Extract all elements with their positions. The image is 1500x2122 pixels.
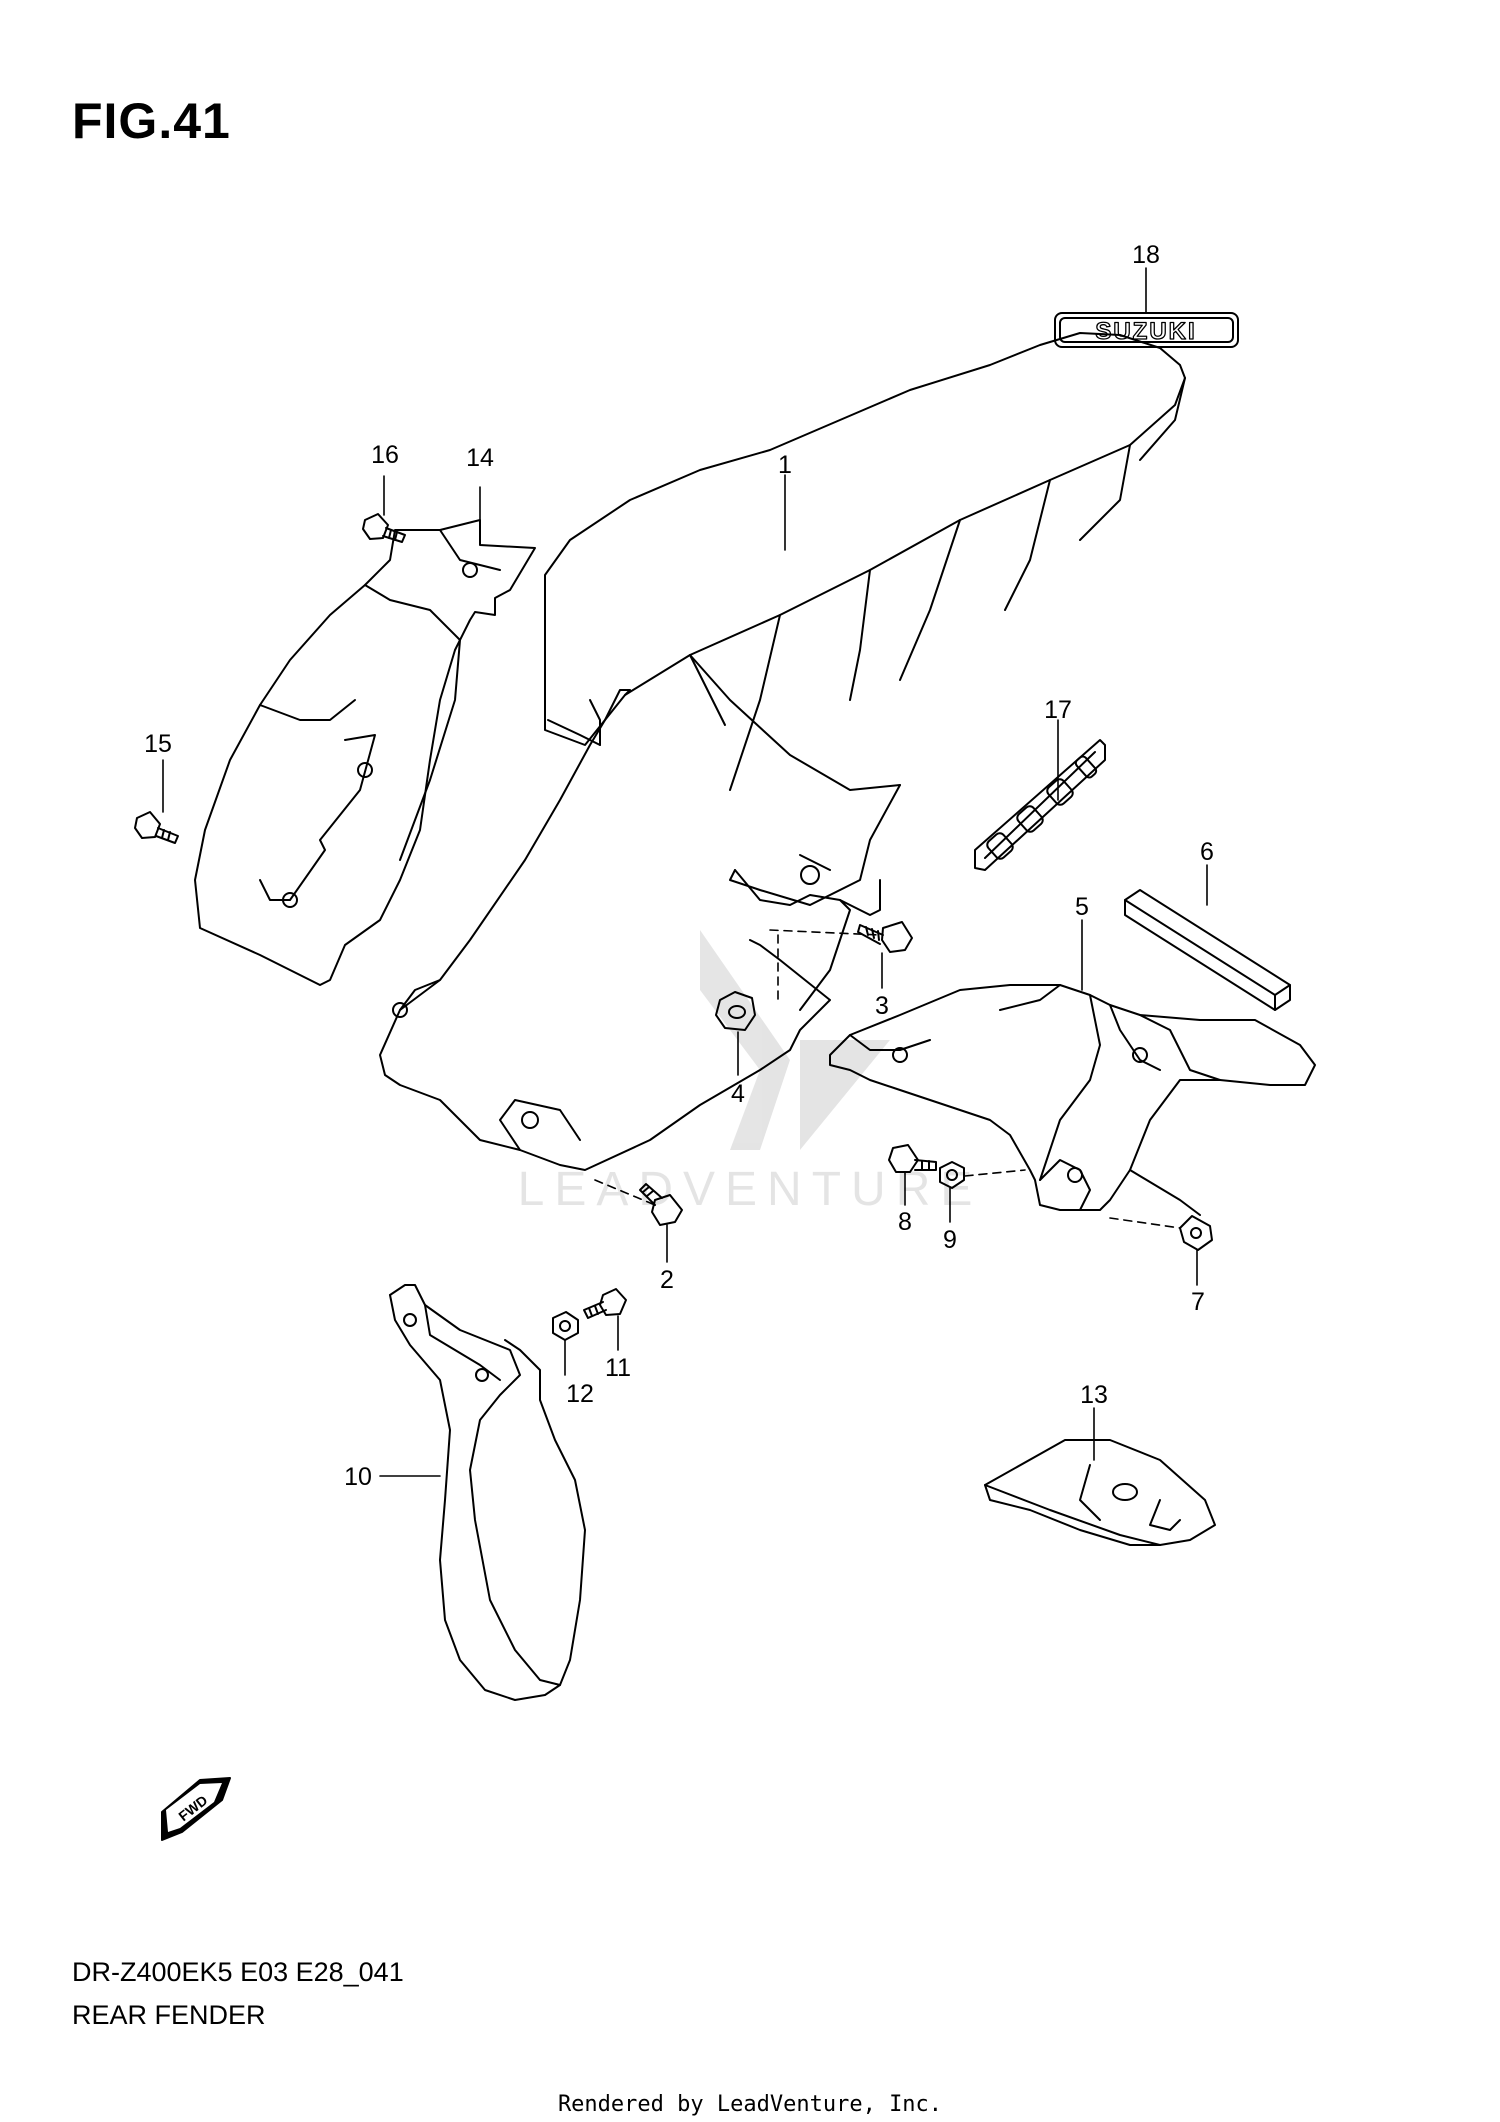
- cushion-pad-part: [1124, 889, 1291, 1011]
- callout-9: 9: [943, 1226, 957, 1254]
- callout-3: 3: [875, 992, 889, 1020]
- side-emblem-part: [974, 739, 1106, 871]
- washer-9-part: [939, 1161, 965, 1189]
- watermark: LEADVENTURE: [518, 930, 983, 1216]
- figure-title: FIG.41: [72, 93, 231, 149]
- callout-1: 1: [778, 451, 792, 479]
- callout-11: 11: [605, 1354, 631, 1382]
- heat-shield-part: [984, 1439, 1216, 1546]
- callout-4: 4: [731, 1080, 745, 1108]
- emblem-text: SUZUKI: [1095, 318, 1196, 345]
- bolt-16-part: [362, 513, 406, 543]
- rear-fender-rear-part: [829, 984, 1316, 1216]
- section-name: REAR FENDER: [72, 2000, 266, 2030]
- callout-8: 8: [898, 1208, 912, 1236]
- mud-guard-part: [389, 1284, 586, 1701]
- callout-13: 13: [1080, 1381, 1108, 1409]
- callout-14: 14: [466, 444, 494, 472]
- model-code: DR-Z400EK5 E03 E28_041: [72, 1957, 404, 1987]
- bolt-11-part: [583, 1288, 627, 1319]
- callout-17: 17: [1044, 696, 1072, 724]
- cushion-part: [715, 991, 756, 1031]
- callout-12: 12: [566, 1380, 594, 1408]
- nut-part: [1179, 1215, 1213, 1251]
- bolt-15-part: [134, 811, 179, 844]
- callout-16: 16: [371, 441, 399, 469]
- fwd-direction-badge: FWD: [161, 1777, 231, 1841]
- suzuki-emblem-part: SUZUKI: [1054, 312, 1239, 348]
- bolt-8-part: [888, 1144, 937, 1173]
- callout-7: 7: [1191, 1288, 1205, 1316]
- side-cover-part: [194, 519, 536, 986]
- callout-10: 10: [344, 1463, 372, 1491]
- callout-labels: 18 16 14 1 17 15 6 5 3 4 8 9 2 7 11 12 1…: [144, 241, 1214, 1491]
- callout-2: 2: [660, 1266, 674, 1294]
- bolt-2-part: [639, 1183, 683, 1226]
- rear-fender-part: [379, 332, 1186, 1171]
- callout-5: 5: [1075, 893, 1089, 921]
- bolt-3-part: [857, 921, 913, 953]
- washer-12-part: [552, 1311, 579, 1341]
- callout-18: 18: [1132, 241, 1160, 269]
- callout-6: 6: [1200, 838, 1214, 866]
- watermark-text: LEADVENTURE: [518, 1163, 983, 1216]
- leader-lines: [162, 267, 1208, 1477]
- render-credit: Rendered by LeadVenture, Inc.: [557, 2092, 943, 2117]
- callout-15: 15: [144, 730, 172, 758]
